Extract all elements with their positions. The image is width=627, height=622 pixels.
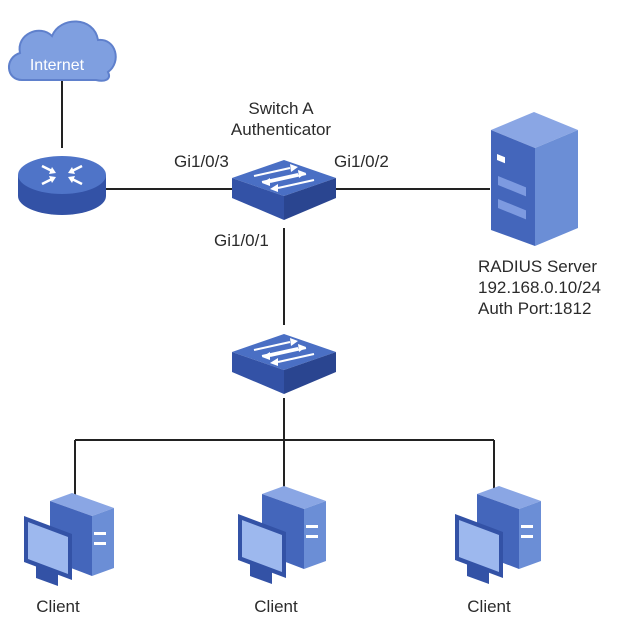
radius-server-port: Auth Port:1812 [478, 299, 591, 318]
radius-server-icon [491, 112, 578, 246]
client-2-computer-icon [238, 486, 326, 584]
radius-server-ip: 192.168.0.10/24 [478, 278, 601, 297]
connections [61, 80, 495, 502]
client-2-label: Client [254, 597, 298, 616]
client-1-label: Client [36, 597, 80, 616]
switch-a-icon [232, 160, 336, 220]
client-3-computer-icon [455, 486, 541, 584]
access-switch-icon [232, 334, 336, 394]
router-icon [18, 156, 106, 215]
switch-a-role: Authenticator [231, 120, 332, 139]
internet-cloud-icon [8, 20, 117, 82]
port-gi1-0-2-label: Gi1/0/2 [334, 152, 389, 171]
port-gi1-0-3-label: Gi1/0/3 [174, 152, 229, 171]
internet-label: Internet [30, 57, 85, 74]
radius-server-title: RADIUS Server [478, 257, 597, 276]
switch-a-name: Switch A [248, 99, 314, 118]
port-gi1-0-1-label: Gi1/0/1 [214, 231, 269, 250]
client-1-computer-icon [24, 493, 114, 586]
client-3-label: Client [467, 597, 511, 616]
